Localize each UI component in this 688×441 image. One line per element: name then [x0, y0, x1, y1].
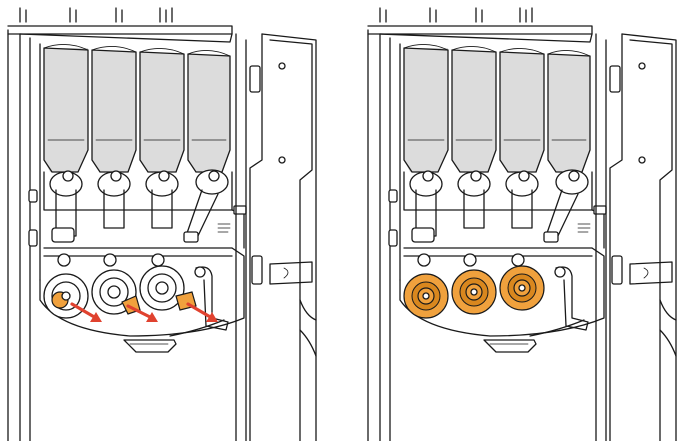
mixing-bowl-2	[91, 269, 141, 315]
mixing-bowl-2-installed	[451, 269, 497, 315]
panel-right-installed	[367, 7, 677, 441]
mixing-bowl-1	[43, 273, 89, 319]
mixing-bowl-3-installed	[499, 265, 545, 311]
mixing-bowl-3	[139, 265, 197, 311]
mixing-bowl-1-installed	[403, 273, 449, 319]
panel-left-removal	[7, 7, 317, 441]
removal-arrows	[70, 302, 218, 322]
